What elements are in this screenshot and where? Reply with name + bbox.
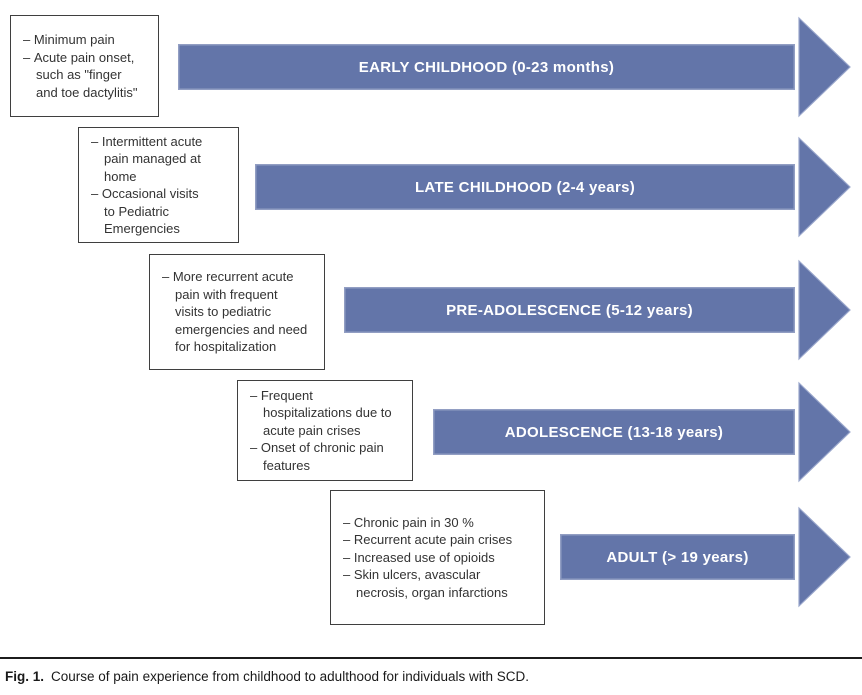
notes-box-pre-adolescence: More recurrent acute pain with frequent … — [149, 254, 325, 370]
notes-box-adolescence: Frequent hospitalizations due to acute p… — [237, 380, 413, 481]
note-item: Onset of chronic pain features — [250, 439, 406, 474]
notes-box-adult: Chronic pain in 30 %Recurrent acute pain… — [330, 490, 545, 625]
arrow-head-icon — [798, 259, 851, 361]
stage-label-pre-adolescence: PRE-ADOLESCENCE (5-12 years) — [446, 301, 693, 319]
figure-caption-text: Course of pain experience from childhood… — [51, 669, 530, 684]
notes-box-early-childhood: Minimum painAcute pain onset, such as "f… — [10, 15, 159, 117]
arrow-head-icon — [798, 506, 851, 608]
note-item: Chronic pain in 30 % — [343, 514, 538, 532]
note-item: Acute pain onset, such as "finger and to… — [23, 49, 152, 102]
stage-label-early-childhood: EARLY CHILDHOOD (0-23 months) — [358, 58, 615, 76]
note-item: Minimum pain — [23, 31, 152, 49]
note-item: Skin ulcers, avascular necrosis, organ i… — [343, 566, 538, 601]
arrow-pre-adolescence: PRE-ADOLESCENCE (5-12 years) — [344, 287, 795, 333]
caption-divider — [0, 657, 862, 659]
arrow-head-icon — [798, 16, 851, 118]
arrow-late-childhood: LATE CHILDHOOD (2-4 years) — [255, 164, 795, 210]
note-item: Increased use of opioids — [343, 549, 538, 567]
arrow-head-icon — [798, 136, 851, 238]
note-item: Intermittent acute pain managed at home — [91, 133, 232, 186]
notes-box-late-childhood: Intermittent acute pain managed at homeO… — [78, 127, 239, 243]
stage-label-adolescence: ADOLESCENCE (13-18 years) — [504, 423, 724, 441]
arrow-adult: ADULT (> 19 years) — [560, 534, 795, 580]
note-item: Frequent hospitalizations due to acute p… — [250, 387, 406, 440]
note-item: Occasional visits to Pediatric Emergenci… — [91, 185, 232, 238]
arrow-early-childhood: EARLY CHILDHOOD (0-23 months) — [178, 44, 795, 90]
note-item: Recurrent acute pain crises — [343, 531, 538, 549]
figure-caption-label: Fig. 1. — [5, 669, 45, 684]
arrow-adolescence: ADOLESCENCE (13-18 years) — [433, 409, 795, 455]
stage-label-adult: ADULT (> 19 years) — [606, 548, 749, 566]
figure-caption: Fig. 1. Course of pain experience from ch… — [5, 668, 855, 685]
stage-label-late-childhood: LATE CHILDHOOD (2-4 years) — [414, 178, 636, 196]
note-item: More recurrent acute pain with frequent … — [162, 268, 318, 356]
arrow-head-icon — [798, 381, 851, 483]
